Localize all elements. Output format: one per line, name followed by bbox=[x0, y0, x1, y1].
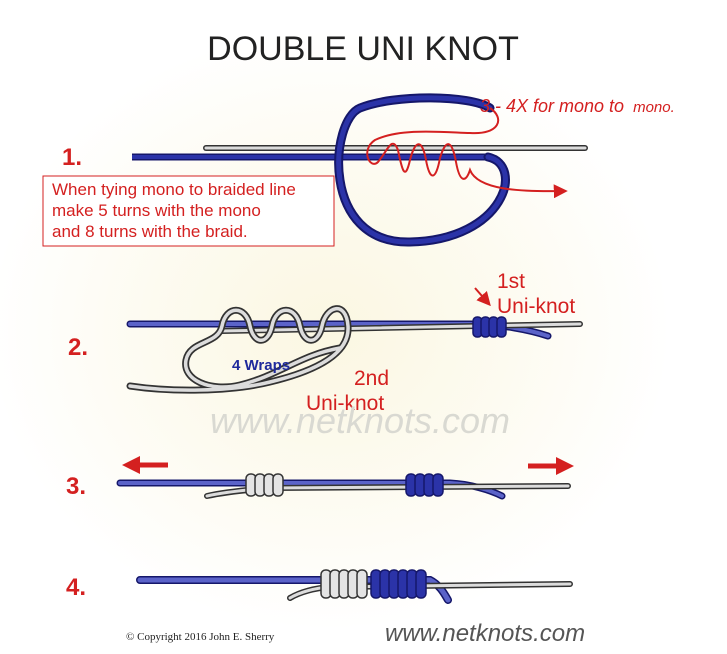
tying-note-box: When tying mono to braided line make 5 t… bbox=[42, 175, 335, 247]
turns-prefix: 3 - 4X for mono to bbox=[480, 96, 624, 116]
pull-arrow-right bbox=[528, 457, 574, 475]
first-knot-label-line1: 1st bbox=[497, 270, 525, 293]
turns-suffix: mono. bbox=[633, 99, 675, 116]
note-line-1: When tying mono to braided line bbox=[52, 180, 296, 199]
pull-arrow-left bbox=[122, 456, 168, 474]
page-title: DOUBLE UNI KNOT bbox=[207, 30, 519, 68]
first-knot-pointer bbox=[474, 287, 491, 307]
step-1: 1. 3 - 4X for mono to mono. When tying m… bbox=[42, 93, 675, 247]
mono-line-step2 bbox=[217, 321, 583, 334]
wraps-label: 4 Wraps bbox=[232, 357, 290, 374]
second-knot-label-line2: Uni-knot bbox=[306, 392, 384, 415]
mono-knot-coils-step3 bbox=[245, 473, 284, 497]
step-4: 4. bbox=[66, 569, 573, 604]
first-uni-knot-coils bbox=[472, 316, 507, 338]
footer-site-link[interactable]: www.netknots.com bbox=[385, 620, 585, 647]
note-line-2: make 5 turns with the mono bbox=[52, 201, 261, 220]
step-3: 3. bbox=[66, 456, 574, 500]
second-knot-label-line1: 2nd bbox=[354, 367, 389, 390]
watermark-text: www.netknots.com bbox=[210, 400, 510, 441]
braid-loop bbox=[334, 93, 510, 247]
note-line-3: and 8 turns with the braid. bbox=[52, 222, 248, 241]
turns-path-red bbox=[366, 107, 568, 199]
mono-wraps-loop bbox=[126, 305, 352, 394]
mono-knot-coils-step4 bbox=[320, 569, 368, 599]
step-number-4: 4. bbox=[66, 574, 86, 601]
copyright-text: © Copyright 2016 John E. Sherry bbox=[126, 631, 275, 643]
turns-count-label: 3 - 4X for mono to mono. bbox=[480, 96, 675, 116]
first-knot-label-line2: Uni-knot bbox=[497, 295, 575, 318]
braid-knot-coils-step3 bbox=[405, 473, 444, 497]
step-number-1: 1. bbox=[62, 144, 82, 171]
step-number-2: 2. bbox=[68, 334, 88, 361]
step-number-3: 3. bbox=[66, 473, 86, 500]
braid-knot-coils-step4 bbox=[370, 569, 427, 599]
step-2: 2. 1st Uni-knot 4 Wraps 2nd Uni-knot bbox=[68, 270, 583, 415]
